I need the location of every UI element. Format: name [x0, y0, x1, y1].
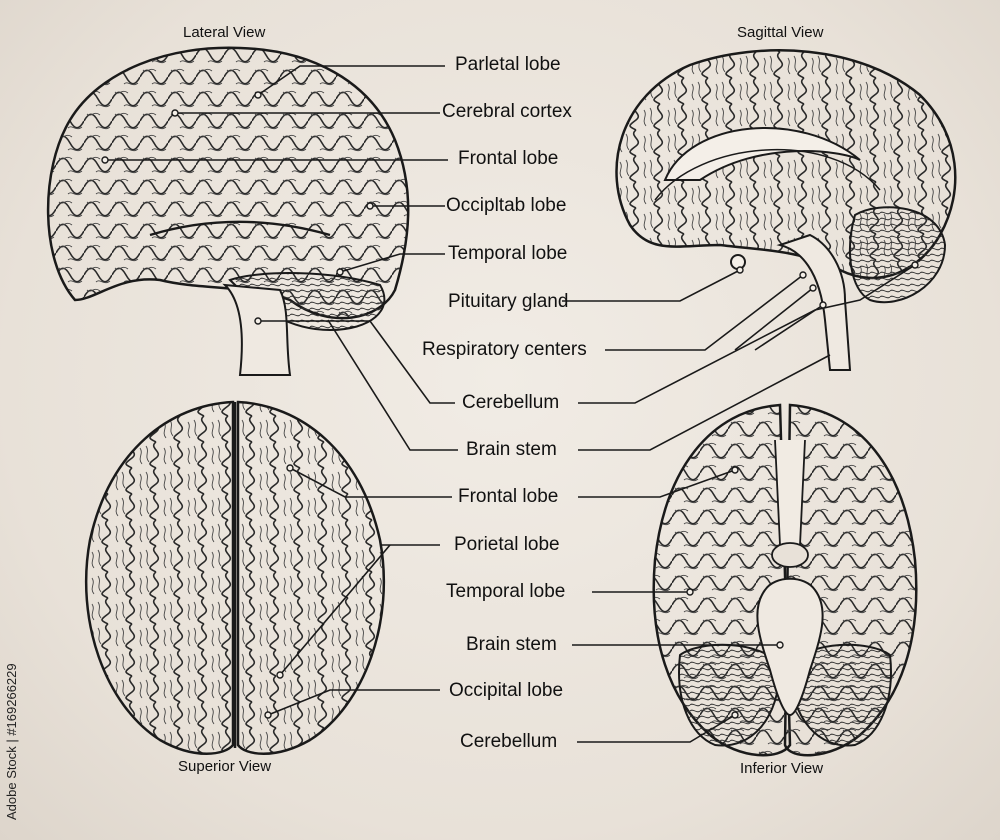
- stock-id-text: Adobe Stock | #169266229: [4, 663, 19, 820]
- label-lateral-parietal: Parletal lobe: [455, 54, 561, 75]
- inferior-brain: [652, 403, 918, 757]
- superior-view-title: Superior View: [178, 758, 272, 775]
- label-frontal-bottom: Frontal lobe: [458, 486, 559, 507]
- label-pituitary-gland: Pituitary gland: [448, 291, 569, 312]
- label-lateral-frontal: Frontal lobe: [458, 148, 559, 169]
- label-lateral-occipital: Occipltab lobe: [446, 195, 567, 216]
- inferior-view-title: Inferior View: [740, 760, 824, 777]
- label-occipital-bottom: Occipital lobe: [449, 680, 564, 701]
- label-respiratory-centers: Respiratory centers: [422, 339, 587, 360]
- label-brainstem-bottom: Brain stem: [466, 634, 557, 655]
- leader-dots: [101, 91, 919, 719]
- label-brainstem-top: Brain stem: [466, 439, 557, 460]
- label-cerebellum-bottom: Cerebellum: [460, 731, 558, 752]
- label-lateral-cortex: Cerebral cortex: [442, 101, 572, 122]
- label-temporal-bottom: Temporal lobe: [446, 581, 566, 602]
- sagittal-view-title: Sagittal View: [737, 24, 824, 41]
- label-cerebellum-top: Cerebellum: [462, 392, 560, 413]
- leader-lines: [105, 65, 916, 743]
- lateral-brain: [46, 46, 410, 376]
- superior-brain: [84, 400, 386, 755]
- label-lateral-temporal: Temporal lobe: [448, 243, 568, 264]
- sagittal-brain: [615, 49, 957, 371]
- lateral-view-title: Lateral View: [183, 24, 266, 41]
- label-parietal-bottom: Porietal lobe: [454, 534, 560, 555]
